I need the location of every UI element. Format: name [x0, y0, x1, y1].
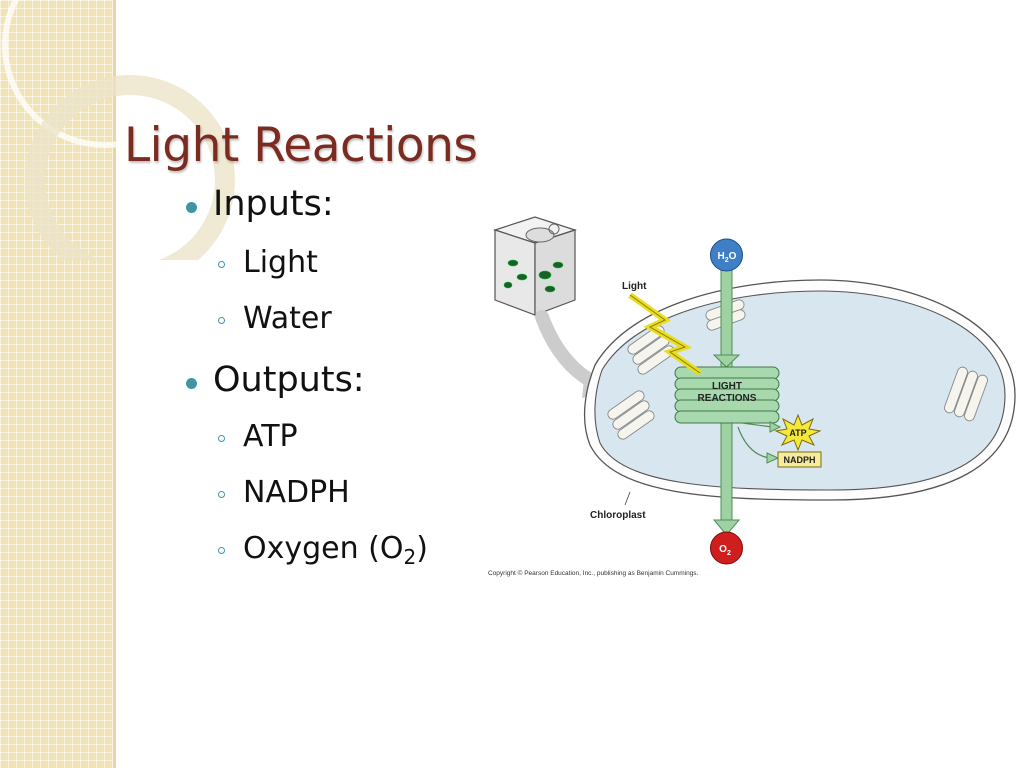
bullet-dot	[186, 378, 197, 389]
chloroplast-label: Chloroplast	[590, 510, 646, 521]
output-item-nadph: NADPH	[243, 475, 350, 510]
decorative-arcs	[2, 0, 235, 260]
chloroplast-diagram: LIGHT REACTIONS Light H2O O2 ATP NADPH C…	[488, 216, 1016, 577]
nadph-arrow	[737, 426, 771, 459]
light-label: Light	[622, 281, 647, 292]
o2-label: O2	[719, 544, 731, 557]
nadph-label: NADPH	[783, 455, 815, 465]
sub-bullet-ring	[218, 261, 225, 268]
o2-circle	[710, 531, 743, 565]
light-bolt-outline	[629, 294, 701, 374]
output-item-atp: ATP	[243, 419, 298, 454]
sub-bullet-ring	[218, 435, 225, 442]
arrow-head-down	[712, 519, 741, 536]
inputs-heading: Inputs:	[213, 184, 334, 224]
arrow-head-into-reactions	[712, 354, 741, 368]
decorative-arc-lower	[25, 75, 235, 260]
bullet-dot	[186, 202, 197, 213]
light-reactions-label-line2: REACTIONS	[698, 393, 757, 404]
light-reactions-label-line1: LIGHT	[712, 381, 742, 392]
chloroplast-stroma	[594, 290, 1006, 491]
oxygen-prefix: Oxygen (O	[243, 531, 404, 566]
sidebar-edge	[113, 0, 116, 768]
input-item-light: Light	[243, 245, 318, 280]
h2o-label: H2O	[718, 251, 737, 264]
atp-star	[774, 413, 822, 452]
oxygen-suffix: )	[416, 531, 428, 566]
chloroplast-leader-line	[624, 491, 631, 506]
atp-arrow-head	[769, 421, 782, 433]
h2o-circle	[710, 238, 743, 272]
output-item-oxygen: Oxygen (O2)	[243, 531, 428, 569]
sub-bullet-ring	[218, 547, 225, 554]
oxygen-subscript: 2	[403, 545, 417, 569]
atp-arrow	[741, 422, 773, 428]
decorative-arc-upper	[2, 0, 208, 148]
atp-label: ATP	[789, 428, 806, 438]
slide-title: Light Reactions	[124, 118, 478, 173]
light-reactions-stack	[674, 366, 780, 424]
sub-bullet-ring	[218, 491, 225, 498]
outputs-heading: Outputs:	[213, 360, 365, 400]
copyright-text: Copyright © Pearson Education, Inc., pub…	[488, 569, 699, 577]
sub-bullet-ring	[218, 317, 225, 324]
nadph-box	[777, 451, 822, 468]
plant-cell-icon	[493, 216, 577, 316]
nadph-arrow-head	[766, 452, 780, 464]
input-item-water: Water	[243, 301, 332, 336]
